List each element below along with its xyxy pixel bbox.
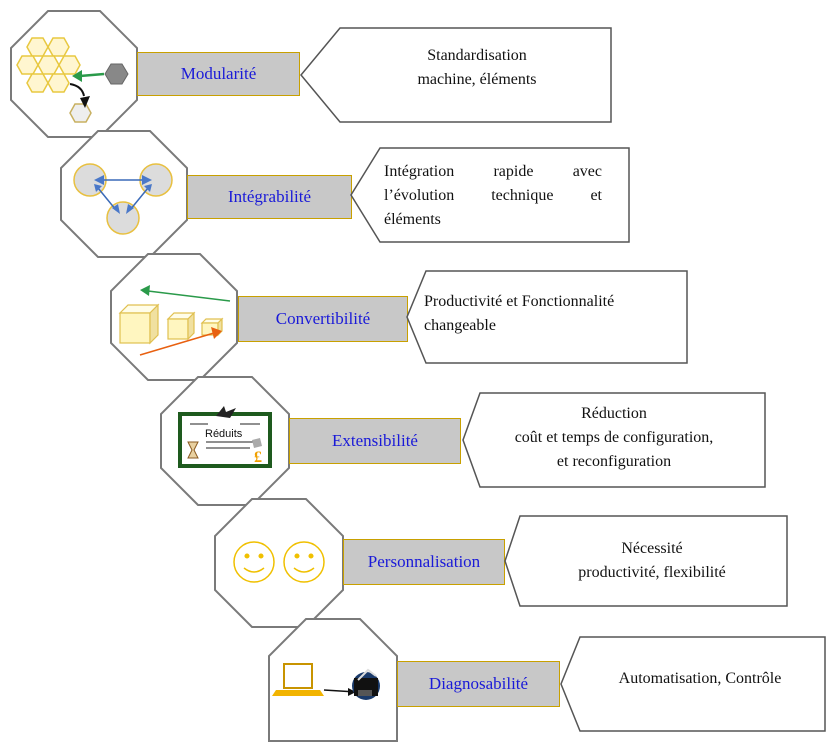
certificate-text: Réduits: [205, 428, 243, 440]
description-box-convertibilite: [406, 270, 688, 364]
description-box-extensibilite: [462, 392, 766, 488]
green-arrow-icon: [72, 70, 82, 82]
octagon-convertibilite: [110, 253, 238, 381]
orange-arrow-icon: [211, 327, 222, 339]
description-box-integrabilite: [350, 147, 630, 243]
robot-arm-icon: [352, 668, 380, 700]
label-diagnosabilite: Diagnosabilité: [397, 661, 560, 707]
description-modularite: Standardisation machine, éléments: [417, 47, 537, 88]
scaling-boxes-icon: [118, 303, 224, 345]
description-box-diagnosabilite: [560, 636, 826, 732]
label-integrabilite: Intégrabilité: [187, 175, 352, 219]
description-integrabilite: Intégration rapide avec l’évolution tech…: [384, 163, 602, 228]
description-personnalisation: Nécessité productivité, flexibilité: [578, 540, 726, 581]
description-box-modularite: [300, 27, 612, 123]
smiley-face-icon: [283, 541, 325, 583]
label-modularite: Modularité: [137, 52, 300, 96]
description-diagnosabilite: Automatisation, Contrôle: [618, 670, 782, 687]
label-extensibilite: Extensibilité: [289, 418, 461, 464]
smiley-face-icon: [233, 541, 275, 583]
octagon-extensibilite: £: [160, 376, 290, 506]
green-arrow-icon: [140, 285, 150, 296]
laptop-icon: [272, 663, 324, 696]
description-convertibilite: Productivité et Fonctionnalité changeabl…: [424, 293, 615, 334]
octagon-personnalisation: [214, 498, 344, 628]
hexagon-cluster-icon: [16, 37, 92, 123]
black-arrow-icon: [80, 96, 90, 108]
octagon-diagnosabilite: [268, 618, 398, 742]
octagon-modularite: [10, 10, 138, 138]
octagon-integrabilite: [60, 130, 188, 258]
certificate-icon: £: [178, 406, 272, 468]
label-convertibilite: Convertibilité: [238, 296, 408, 342]
network-circles-icon: [73, 163, 173, 235]
label-personnalisation: Personnalisation: [343, 539, 505, 585]
description-box-personnalisation: [504, 515, 788, 607]
pound-sign: £: [254, 449, 262, 466]
description-extensibilite: Réduction coût et temps de configuration…: [514, 405, 714, 470]
gray-hexagon-icon: [104, 63, 129, 85]
